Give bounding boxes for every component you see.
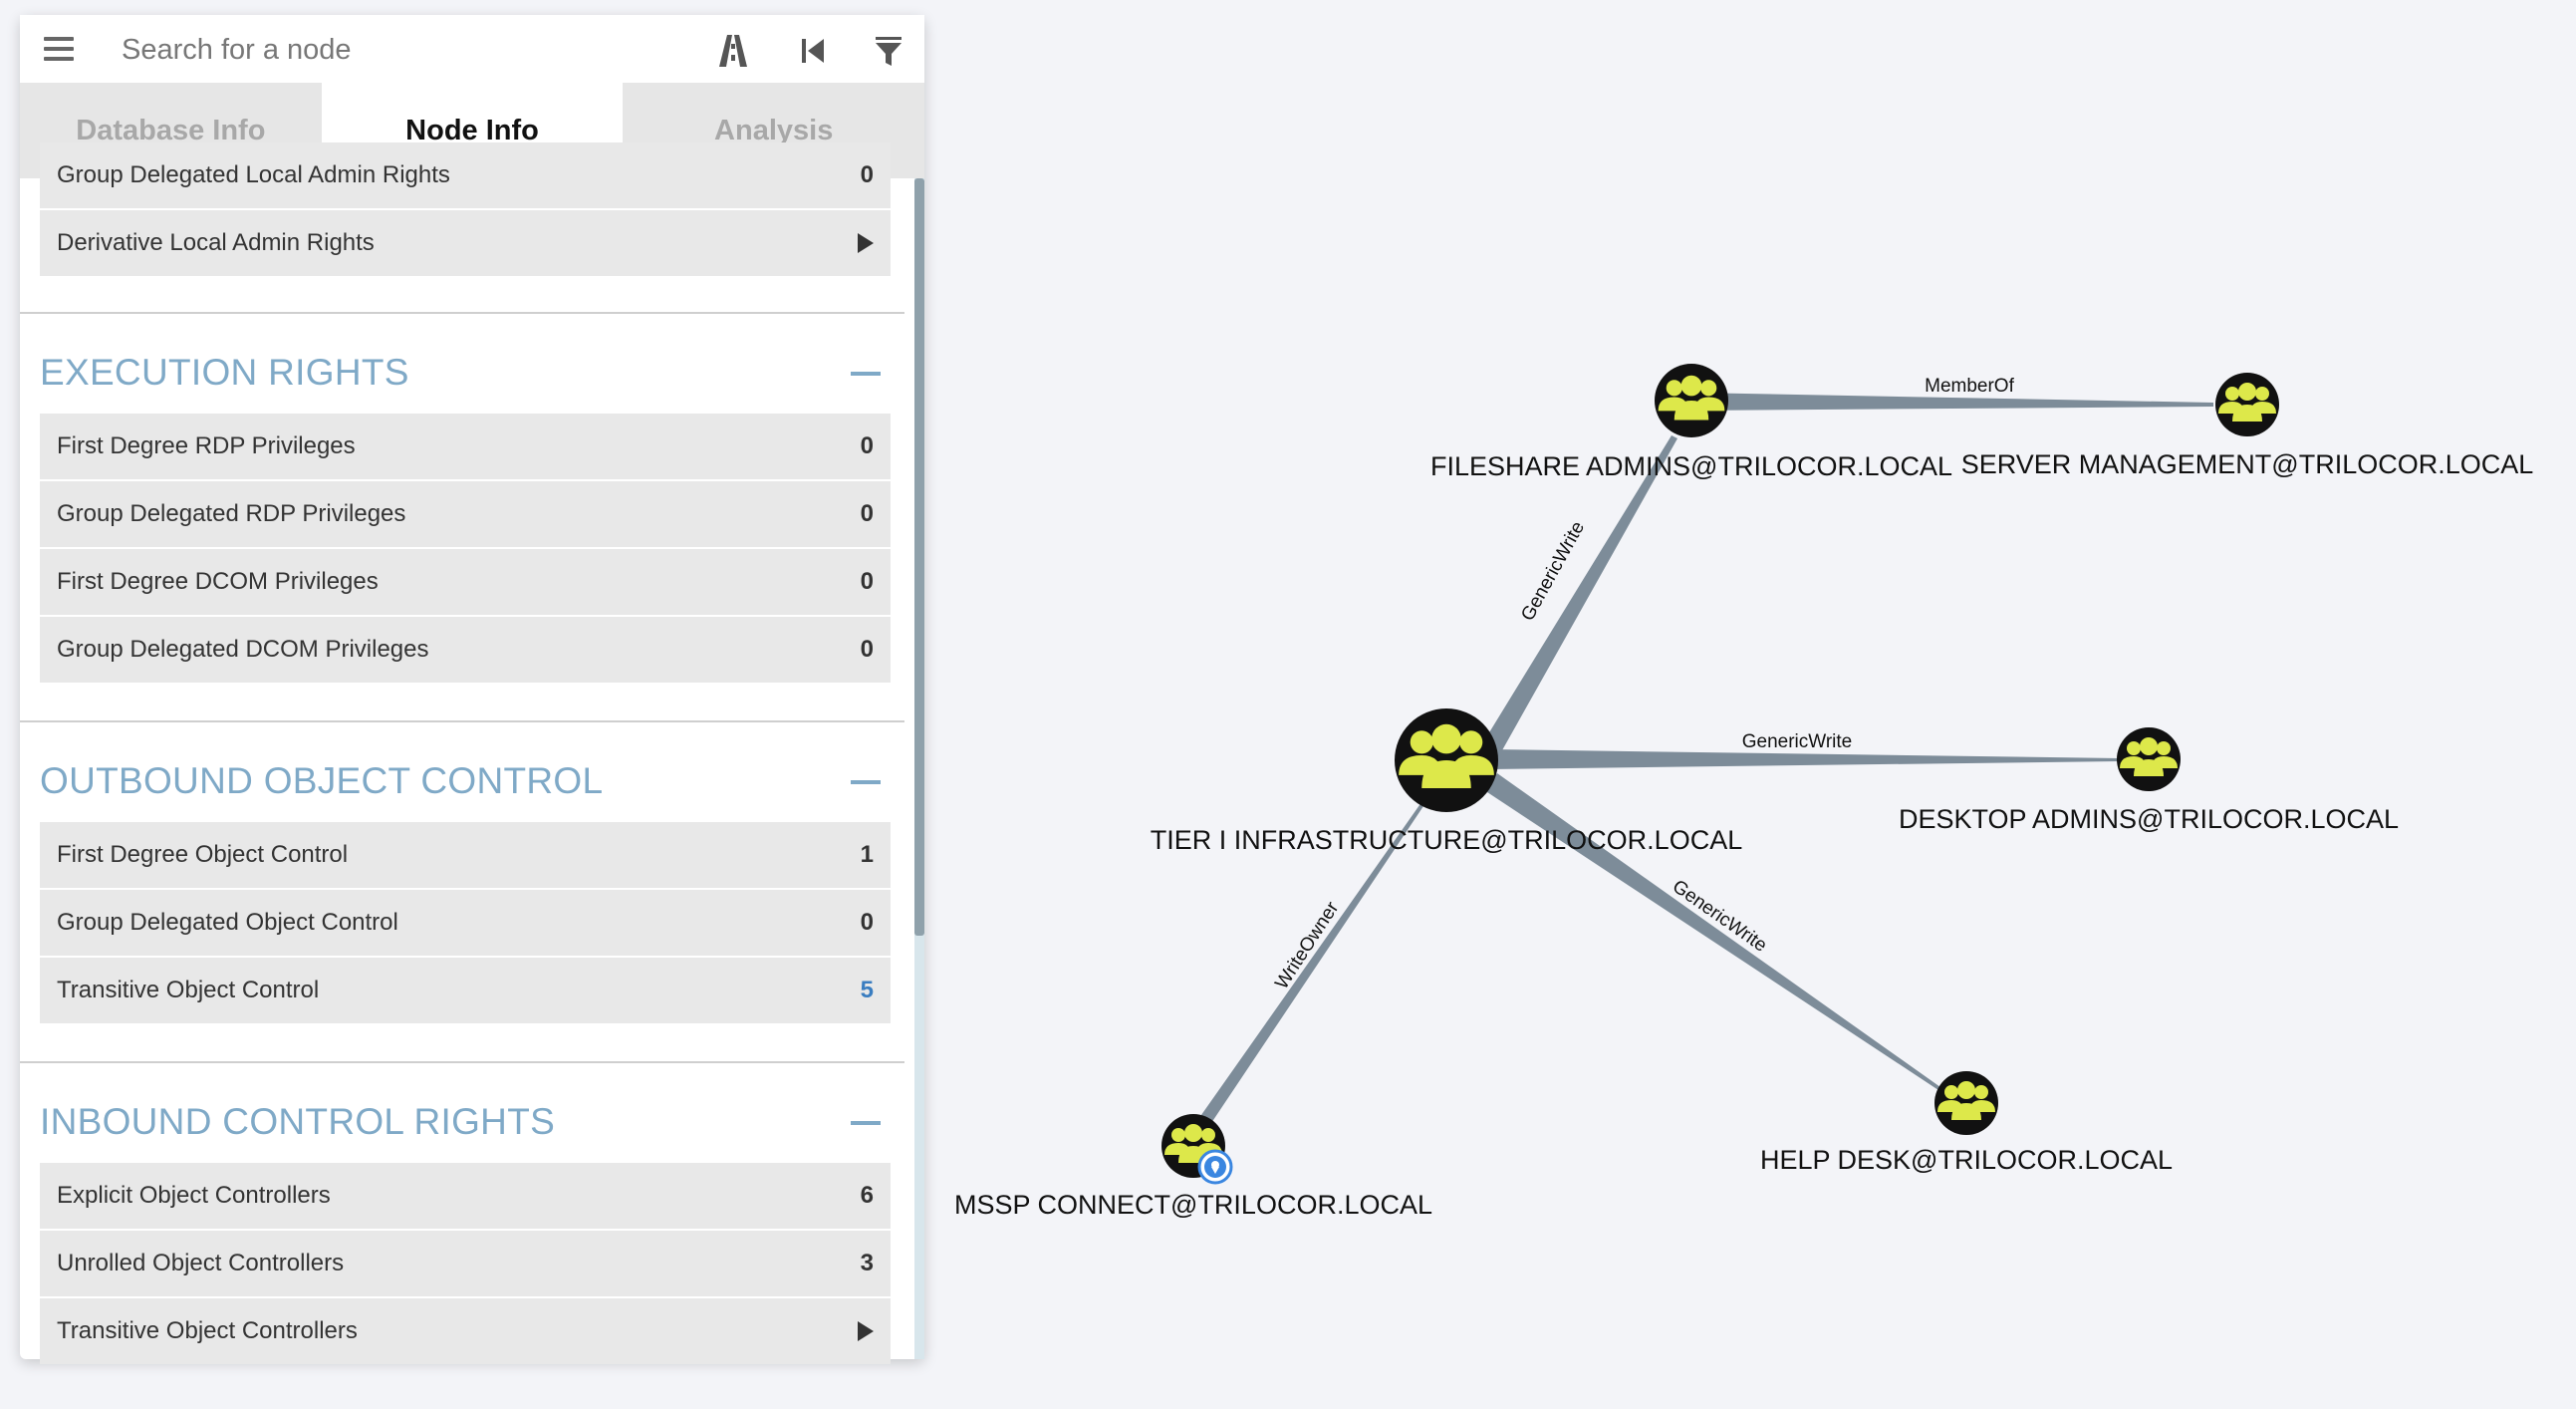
section-title-outbound-object-control: OUTBOUND OBJECT CONTROL <box>40 760 604 801</box>
row-label: Group Delegated DCOM Privileges <box>57 636 429 663</box>
graph-edges: MemberOf GenericWrite GenericWrite Gener… <box>1196 376 2213 1129</box>
scrollbar-thumb[interactable] <box>914 178 924 936</box>
filter-icon[interactable] <box>869 31 908 71</box>
row-label: First Degree DCOM Privileges <box>57 568 379 595</box>
row-group-delegated-local-admin-rights[interactable]: Group Delegated Local Admin Rights 0 <box>40 142 891 208</box>
row-group-delegated-dcom-privileges[interactable]: Group Delegated DCOM Privileges 0 <box>40 617 891 683</box>
section-divider <box>20 720 904 722</box>
section-title-execution-rights: EXECUTION RIGHTS <box>40 352 409 393</box>
node-label: MSSP CONNECT@TRILOCOR.LOCAL <box>954 1190 1432 1220</box>
graph-canvas[interactable]: MemberOf GenericWrite GenericWrite Gener… <box>926 0 2576 1409</box>
edge-label-memberof: MemberOf <box>1925 376 2014 397</box>
owned-marker-icon <box>1197 1149 1233 1185</box>
row-label: First Degree Object Control <box>57 841 349 868</box>
search-input[interactable] <box>120 29 681 71</box>
section-divider <box>20 1061 904 1063</box>
node-label: FILESHARE ADMINS@TRILOCOR.LOCAL <box>1430 451 1952 481</box>
edge-tier1-helpdesk[interactable] <box>1484 773 1940 1090</box>
pathfinding-icon[interactable] <box>713 31 753 71</box>
row-value: 0 <box>860 568 874 595</box>
node-label: HELP DESK@TRILOCOR.LOCAL <box>1760 1145 2173 1175</box>
back-icon[interactable] <box>793 31 833 71</box>
node-info-content: Group Delegated Local Admin Rights 0 Der… <box>20 142 924 1364</box>
row-group-delegated-object-control[interactable]: Group Delegated Object Control 0 <box>40 890 891 956</box>
collapse-inbound-control-rights-icon[interactable] <box>851 1121 881 1125</box>
row-first-degree-rdp-privileges[interactable]: First Degree RDP Privileges 0 <box>40 414 891 479</box>
expand-arrow-icon <box>858 1321 874 1341</box>
row-label: Group Delegated Object Control <box>57 909 398 936</box>
row-value: 0 <box>860 636 874 663</box>
section-title-inbound-control-rights: INBOUND CONTROL RIGHTS <box>40 1101 556 1142</box>
row-unrolled-object-controllers[interactable]: Unrolled Object Controllers 3 <box>40 1231 891 1296</box>
node-fileshare-admins[interactable]: FILESHARE ADMINS@TRILOCOR.LOCAL <box>1430 364 1952 481</box>
row-label: Unrolled Object Controllers <box>57 1250 345 1276</box>
row-label: Explicit Object Controllers <box>57 1182 331 1209</box>
node-label: SERVER MANAGEMENT@TRILOCOR.LOCAL <box>1961 449 2534 479</box>
section-divider <box>20 312 904 314</box>
row-label: First Degree RDP Privileges <box>57 432 356 459</box>
row-label: Group Delegated RDP Privileges <box>57 500 406 527</box>
node-desktop-admins[interactable]: DESKTOP ADMINS@TRILOCOR.LOCAL <box>1899 727 2399 834</box>
node-tier1-infrastructure[interactable]: TIER I INFRASTRUCTURE@TRILOCOR.LOCAL <box>1151 708 1742 855</box>
menu-icon[interactable] <box>44 37 74 63</box>
row-transitive-object-control[interactable]: Transitive Object Control 5 <box>40 958 891 1023</box>
row-value-link[interactable]: 5 <box>860 977 874 1003</box>
row-value: 0 <box>860 500 874 527</box>
row-group-delegated-rdp-privileges[interactable]: Group Delegated RDP Privileges 0 <box>40 481 891 547</box>
row-value: 0 <box>860 161 874 188</box>
node-help-desk[interactable]: HELP DESK@TRILOCOR.LOCAL <box>1760 1071 2173 1175</box>
row-first-degree-dcom-privileges[interactable]: First Degree DCOM Privileges 0 <box>40 549 891 615</box>
collapse-outbound-object-control-icon[interactable] <box>851 780 881 784</box>
row-transitive-object-controllers[interactable]: Transitive Object Controllers <box>40 1298 891 1364</box>
row-first-degree-object-control[interactable]: First Degree Object Control 1 <box>40 822 891 888</box>
edge-mssp-tier1[interactable] <box>1196 795 1429 1129</box>
row-derivative-local-admin-rights[interactable]: Derivative Local Admin Rights <box>40 210 891 276</box>
row-label: Transitive Object Controllers <box>57 1317 358 1344</box>
node-server-management[interactable]: SERVER MANAGEMENT@TRILOCOR.LOCAL <box>1961 373 2534 479</box>
node-label: DESKTOP ADMINS@TRILOCOR.LOCAL <box>1899 804 2399 834</box>
row-label: Group Delegated Local Admin Rights <box>57 161 450 188</box>
row-value: 6 <box>860 1182 874 1209</box>
edge-tier1-desktop[interactable] <box>1489 749 2120 769</box>
node-mssp-connect[interactable]: MSSP CONNECT@TRILOCOR.LOCAL <box>954 1114 1432 1220</box>
edge-tier1-fileshare[interactable] <box>1475 435 1677 766</box>
row-label: Transitive Object Control <box>57 977 320 1003</box>
row-label: Derivative Local Admin Rights <box>57 229 375 256</box>
row-value: 0 <box>860 432 874 459</box>
row-value: 0 <box>860 909 874 936</box>
search-bar <box>20 15 924 83</box>
expand-arrow-icon <box>858 233 874 253</box>
edge-label-genericwrite: GenericWrite <box>1742 731 1853 752</box>
node-search-panel: Database Info Node Info Analysis Group D… <box>20 15 925 1364</box>
row-explicit-object-controllers[interactable]: Explicit Object Controllers 6 <box>40 1163 891 1229</box>
edge-memberof[interactable] <box>1690 393 2213 411</box>
row-value: 3 <box>860 1250 874 1276</box>
row-value: 1 <box>860 841 874 868</box>
node-label: TIER I INFRASTRUCTURE@TRILOCOR.LOCAL <box>1151 825 1742 855</box>
collapse-execution-rights-icon[interactable] <box>851 372 881 376</box>
